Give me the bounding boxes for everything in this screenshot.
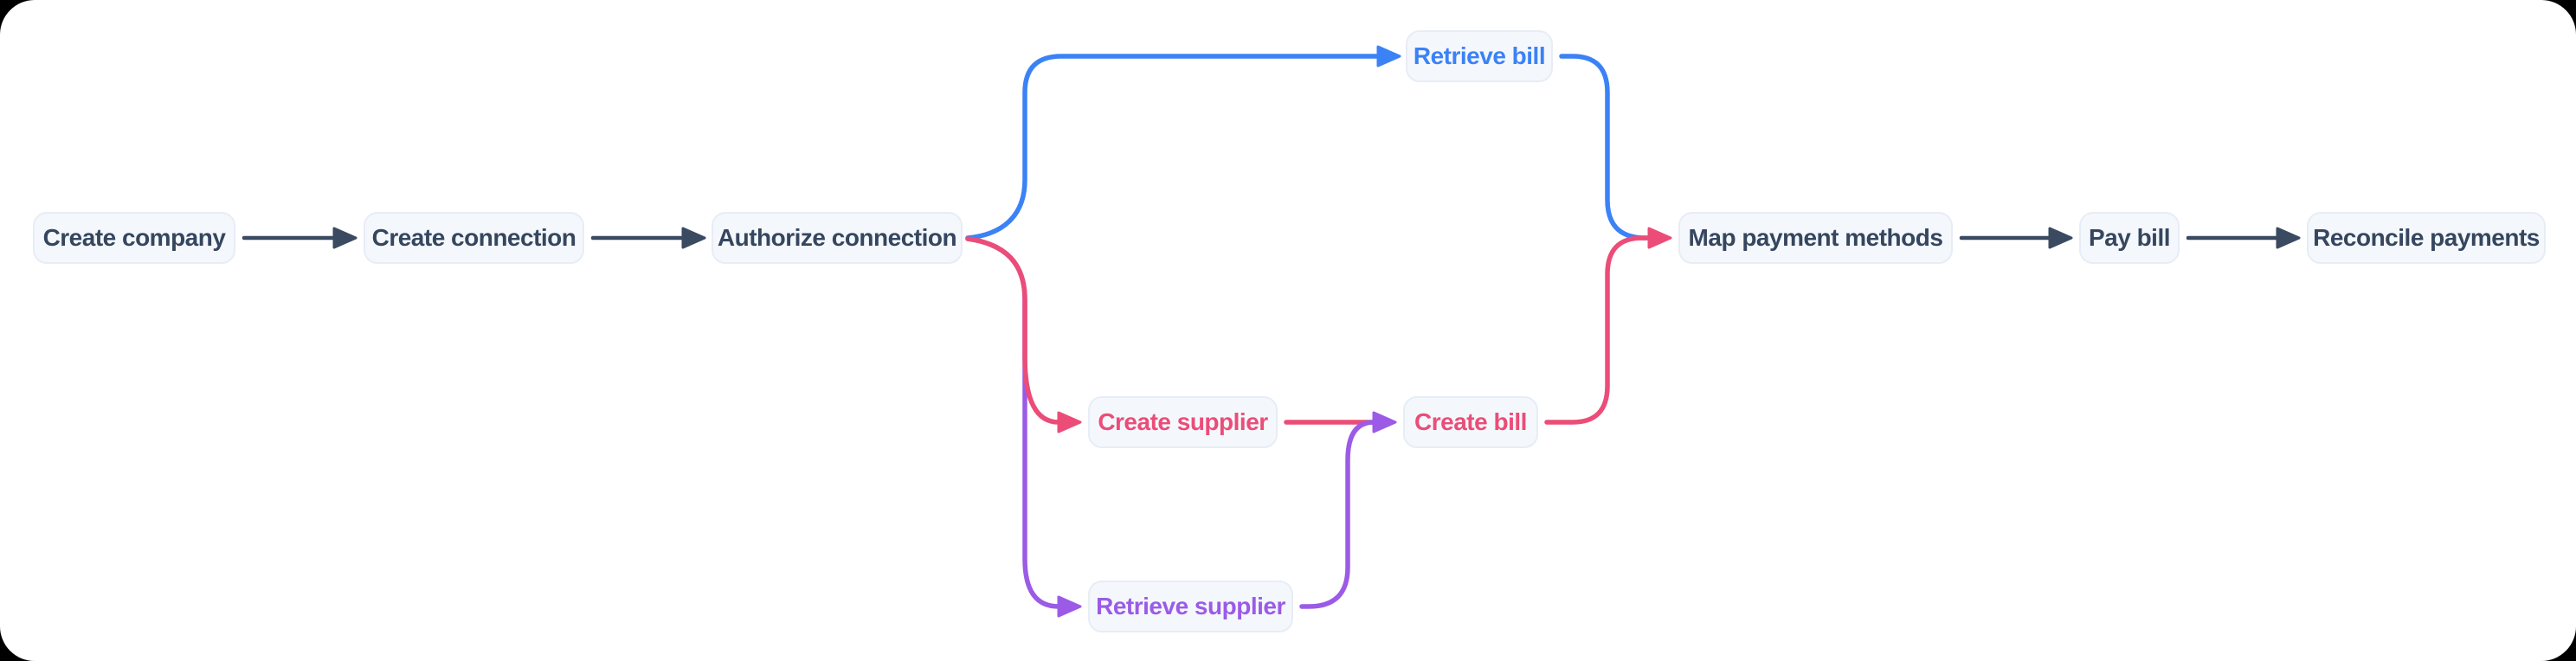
arrowhead-connection-to-authorize — [681, 227, 706, 249]
flow-node-create-supplier: Create supplier — [1088, 396, 1278, 448]
flow-node-create-company: Create company — [33, 212, 235, 264]
arrowhead-create-bill-to-map — [1647, 227, 1672, 249]
flow-node-reconcile-payments: Reconcile payments — [2307, 212, 2546, 264]
flow-node-pay-bill: Pay bill — [2079, 212, 2180, 264]
edge-retrieve-supplier-to-create-bill — [1299, 420, 1376, 609]
edge-authorize-to-create-supplier — [965, 236, 1061, 425]
flow-node-retrieve-supplier: Retrieve supplier — [1088, 581, 1293, 632]
arrowhead-authorize-to-retrieve-bill — [1376, 45, 1401, 67]
edge-create-bill-to-map — [1544, 235, 1652, 425]
flow-node-authorize-connection: Authorize connection — [712, 212, 963, 264]
edge-authorize-to-retrieve-bill — [965, 54, 1381, 241]
arrowhead-retrieve-supplier-to-create-bill — [1372, 411, 1397, 433]
edge-retrieve-bill-to-map — [1559, 54, 1649, 241]
flow-node-map-payment-methods: Map payment methods — [1678, 212, 1953, 264]
arrowhead-pay-bill-to-reconcile — [2276, 227, 2301, 249]
flow-node-retrieve-bill: Retrieve bill — [1406, 30, 1553, 82]
arrowhead-authorize-to-retrieve-supplier — [1057, 595, 1082, 618]
flow-node-create-bill: Create bill — [1403, 396, 1538, 448]
arrowhead-company-to-connection — [332, 227, 357, 249]
arrowhead-map-to-pay-bill — [2048, 227, 2073, 249]
arrowhead-authorize-to-create-supplier — [1057, 411, 1082, 433]
flow-node-create-connection: Create connection — [364, 212, 584, 264]
